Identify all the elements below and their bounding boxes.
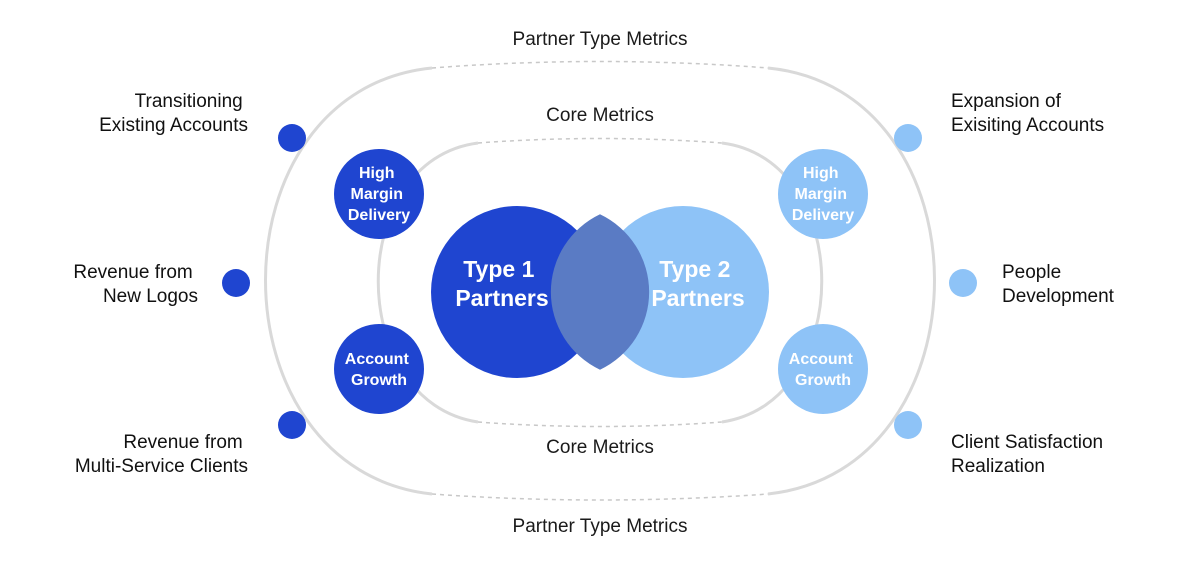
outer-left-2-line2: New Logos: [103, 286, 198, 307]
core-right-bottom-bubble: Account Growth: [778, 324, 868, 414]
outer-left-3-line2: Multi-Service Clients: [75, 456, 248, 477]
type2-partners-circle: [597, 206, 769, 378]
outer-right-3-line1: Client Satisfaction: [951, 432, 1103, 453]
type2-partners-label: Type 2 Partners: [651, 256, 744, 311]
outer-right-2-line1: People: [1002, 262, 1061, 283]
outer-left-label-3: Revenue from Multi-Service Clients: [75, 432, 248, 477]
outer-ring-right-arc: [767, 66, 936, 496]
outer-ring-left-arc: [264, 66, 433, 496]
type2-line1: Type 2: [659, 256, 730, 282]
core-right-top-bubble: High Margin Delivery: [778, 149, 868, 239]
type1-line1: Type 1: [463, 256, 534, 282]
outer-right-1-line1: Expansion of: [951, 91, 1062, 112]
dot-icon: [278, 411, 306, 439]
type1-partners-label: Type 1 Partners: [455, 256, 548, 311]
core-left-top-line1: High: [359, 165, 395, 182]
core-right-top-label: High Margin Delivery: [792, 165, 854, 224]
core-right-top-line2: Margin: [795, 186, 847, 203]
dot-icon: [894, 124, 922, 152]
dot-icon: [949, 269, 977, 297]
type1-partners-circle: [431, 206, 603, 378]
caption-inner-top: Core Metrics: [546, 105, 654, 126]
caption-outer-top: Partner Type Metrics: [513, 29, 688, 50]
outer-left-1-line2: Existing Accounts: [99, 115, 248, 136]
core-left-top-line3: Delivery: [348, 207, 410, 224]
outer-left-label-2: Revenue from New Logos: [73, 262, 198, 307]
core-left-top-line2: Margin: [351, 186, 403, 203]
type2-line2: Partners: [651, 285, 744, 311]
outer-right-dots: [894, 124, 977, 439]
outer-left-label-1: Transitioning Existing Accounts: [99, 91, 248, 136]
outer-left-3-line1: Revenue from: [123, 432, 242, 453]
dot-icon: [278, 124, 306, 152]
dot-icon: [894, 411, 922, 439]
partner-venn: Type 1 Partners Type 2 Partners: [431, 206, 769, 378]
outer-left-1-line1: Transitioning: [135, 91, 243, 112]
core-left-bottom-line1: Account: [345, 351, 410, 368]
core-left-bottom-circle: [334, 324, 424, 414]
core-right-top-line1: High: [803, 165, 839, 182]
dot-icon: [222, 269, 250, 297]
outer-right-label-3: Client Satisfaction Realization: [951, 432, 1108, 477]
core-left-top-label: High Margin Delivery: [348, 165, 410, 224]
outer-right-3-line2: Realization: [951, 456, 1045, 477]
inner-ring: [376, 137, 824, 428]
inner-ring-right-arc: [721, 141, 824, 424]
caption-inner-bottom: Core Metrics: [546, 437, 654, 458]
caption-outer-bottom: Partner Type Metrics: [513, 516, 688, 537]
inner-ring-left-arc: [376, 141, 479, 424]
core-right-bottom-line1: Account: [789, 351, 854, 368]
outer-right-label-2: People Development: [1002, 262, 1115, 307]
venn-overlap: [550, 214, 650, 370]
outer-right-1-line2: Exisiting Accounts: [951, 115, 1104, 136]
outer-ring-top-dashed: [431, 60, 769, 69]
core-left-bottom-bubble: Account Growth: [334, 324, 424, 414]
outer-ring: [264, 60, 936, 501]
core-left-bottom-label: Account Growth: [345, 351, 413, 389]
type1-line2: Partners: [455, 285, 548, 311]
core-right-bottom-label: Account Growth: [789, 351, 857, 389]
outer-left-dots: [222, 124, 306, 439]
core-left-top-circle: [334, 149, 424, 239]
core-right-top-circle: [778, 149, 868, 239]
core-right-top-line3: Delivery: [792, 207, 854, 224]
core-right-bottom-circle: [778, 324, 868, 414]
outer-ring-bottom-dashed: [431, 493, 769, 501]
core-left-top-bubble: High Margin Delivery: [334, 149, 424, 239]
inner-ring-bottom-dashed: [477, 421, 723, 428]
outer-right-2-line2: Development: [1002, 286, 1115, 307]
core-left-bottom-line2: Growth: [351, 372, 407, 389]
outer-right-label-1: Expansion of Exisiting Accounts: [951, 91, 1104, 136]
outer-left-2-line1: Revenue from: [73, 262, 192, 283]
inner-ring-top-dashed: [477, 137, 723, 144]
core-right-bottom-line2: Growth: [795, 372, 851, 389]
